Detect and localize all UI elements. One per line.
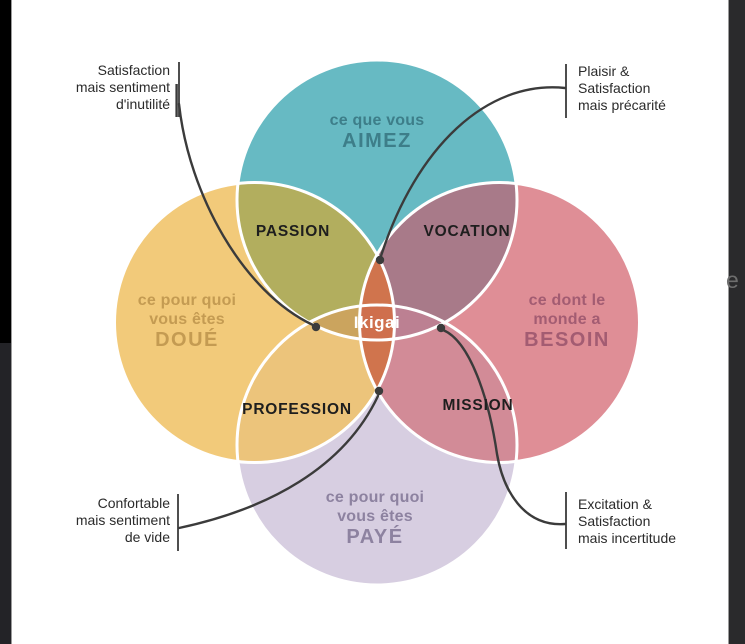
- callout-bottom-left-line2: mais sentiment: [75, 512, 170, 528]
- callout-top-right: Plaisir & Satisfaction mais précarité: [578, 63, 666, 114]
- callout-bottom-right-line3: mais incertitude: [578, 530, 677, 546]
- background-artifact-letter: e: [726, 267, 739, 293]
- label-region-vocation: VOCATION: [423, 223, 511, 240]
- callout-bottom-left-line1: Confortable: [97, 495, 170, 511]
- left-edge-strip-bottom: [0, 343, 11, 644]
- label-doue-line2: vous êtes: [149, 311, 225, 328]
- label-region-profession: PROFESSION: [242, 401, 352, 418]
- dot-top-petal: [375, 255, 385, 265]
- callout-top-right-line2: Satisfaction: [578, 80, 651, 96]
- label-doue-line3: DOUÉ: [155, 329, 219, 351]
- label-circle-aimez: ce que vous AIMEZ: [330, 111, 425, 152]
- callout-bottom-right-line1: Excitation &: [578, 496, 652, 512]
- outline-circle-doue: [113, 181, 396, 464]
- label-circle-doue: ce pour quoi vous êtes DOUÉ: [138, 291, 236, 351]
- label-paye-line3: PAYÉ: [346, 526, 404, 548]
- left-edge-strip-top: [0, 0, 11, 343]
- connector-bottom-right: [441, 328, 567, 526]
- outline-circle-paye: [235, 303, 519, 587]
- label-aimez-line2: AIMEZ: [342, 130, 412, 152]
- label-besoin-line1: ce dont le: [528, 292, 606, 309]
- label-besoin-line2: monde a: [533, 311, 601, 328]
- callout-top-left-line1: Satisfaction: [97, 62, 170, 78]
- label-besoin-line3: BESOIN: [524, 329, 610, 351]
- connector-top-left: [177, 102, 315, 327]
- connector-bottom-left: [177, 394, 380, 530]
- callout-top-right-line1: Plaisir &: [578, 63, 630, 79]
- callout-top-right-line3: mais précarité: [578, 97, 666, 113]
- dot-right-petal: [436, 323, 446, 333]
- connector-top-right: [379, 86, 567, 258]
- label-aimez-line1: ce que vous: [329, 112, 425, 129]
- callout-bottom-right-line2: Satisfaction: [578, 513, 651, 529]
- label-circle-paye: ce pour quoi vous êtes PAYÉ: [326, 488, 424, 548]
- callout-top-left: Satisfaction mais sentiment d'inutilité: [76, 62, 170, 113]
- label-paye-line1: ce pour quoi: [325, 489, 425, 506]
- label-circle-besoin: ce dont le monde a BESOIN: [524, 291, 610, 351]
- label-doue-line1: ce pour quoi: [137, 292, 237, 309]
- label-paye-line2: vous êtes: [337, 508, 413, 525]
- callout-bottom-left: Confortable mais sentiment de vide: [76, 495, 170, 546]
- label-region-passion: PASSION: [255, 223, 331, 240]
- outline-circle-aimez: [235, 58, 519, 342]
- dot-bottom-petal: [374, 386, 384, 396]
- callout-bottom-left-line3: de vide: [124, 529, 170, 545]
- right-edge-divider: [727, 0, 729, 644]
- label-ikigai-center: Ikigai: [353, 313, 401, 332]
- callout-bottom-right: Excitation & Satisfaction mais incertitu…: [578, 496, 676, 547]
- dot-left-petal: [311, 322, 321, 332]
- callout-top-left-line2: mais sentiment: [75, 79, 170, 95]
- right-edge-strip: [728, 0, 745, 644]
- left-edge-divider: [10, 0, 12, 644]
- callout-top-left-line3: d'inutilité: [115, 96, 170, 112]
- label-region-mission: MISSION: [442, 397, 514, 414]
